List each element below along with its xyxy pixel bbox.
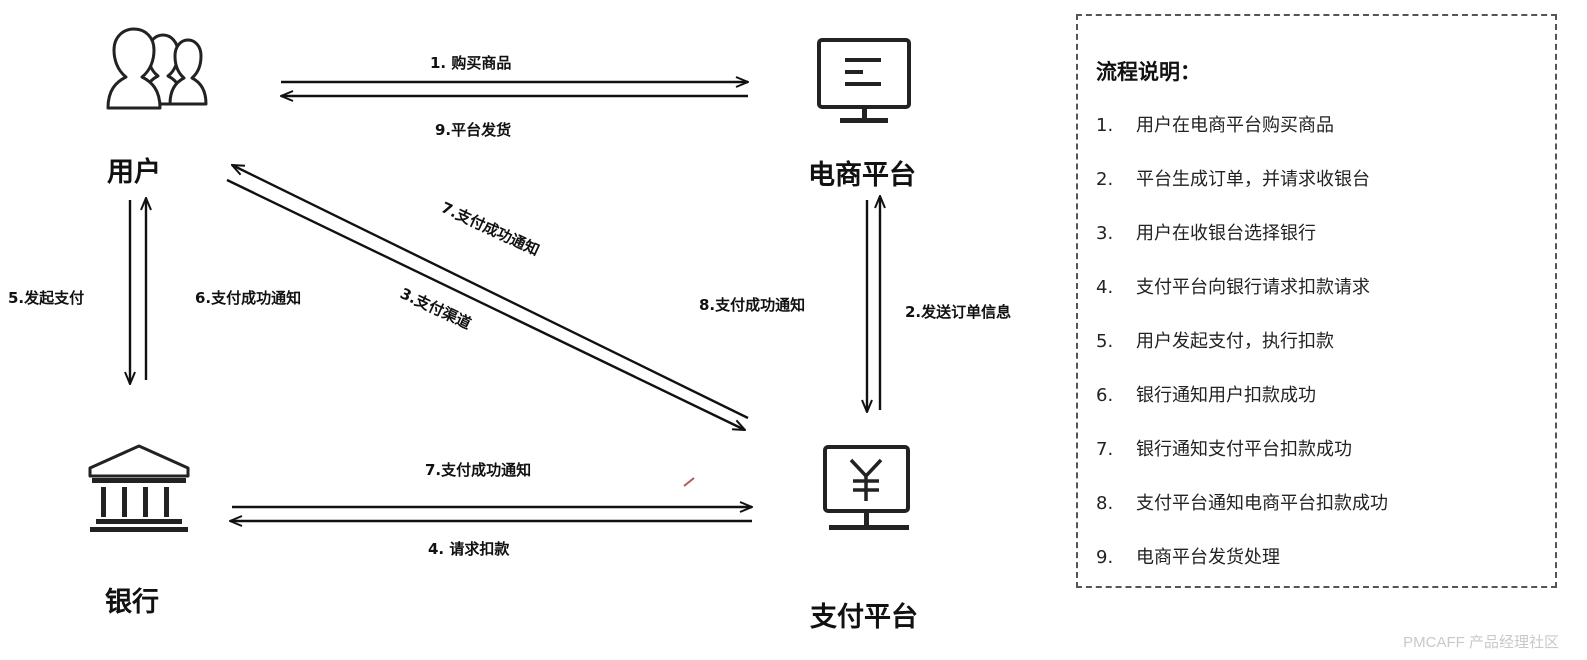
bank-icon <box>88 444 190 532</box>
legend-item-number: 9. <box>1096 547 1114 568</box>
legend-item-text: 银行通知用户扣款成功 <box>1136 385 1316 406</box>
legend-item-number: 1. <box>1096 115 1114 136</box>
legend-item-text: 银行通知支付平台扣款成功 <box>1136 439 1352 460</box>
yuan-monitor-icon <box>823 445 910 530</box>
legend-item-number: 2. <box>1096 169 1114 190</box>
arrow-pay-channel <box>226 178 745 430</box>
legend-item-number: 8. <box>1096 493 1114 514</box>
legend-list: 1. 用户在电商平台购买商品 2. 平台生成订单，并请求收银台 3. 用户在收银台选择… <box>1096 111 1388 597</box>
legend-item-text: 支付平台向银行请求扣款请求 <box>1136 277 1370 298</box>
edge-label-4: 4. 请求扣款 <box>428 540 510 558</box>
legend-item-number: 3. <box>1096 223 1114 244</box>
legend-item: 8. 支付平台通知电商平台扣款成功 <box>1096 489 1388 543</box>
legend-item-number: 7. <box>1096 439 1114 460</box>
legend-item-text: 用户在收银台选择银行 <box>1136 223 1316 244</box>
edge-label-2: 2.发送订单信息 <box>905 303 1011 321</box>
edge-label-5: 5.发起支付 <box>8 289 84 307</box>
edge-label-3: 3.支付渠道 <box>397 284 474 332</box>
watermark: PMCAFF 产品经理社区 <box>1403 634 1559 651</box>
pen-mark <box>683 477 695 487</box>
edge-arrows <box>130 82 880 521</box>
node-ecommerce-label: 电商平台 <box>808 159 916 191</box>
legend-item: 4. 支付平台向银行请求扣款请求 <box>1096 273 1388 327</box>
arrow-pay-notify-user <box>232 165 749 420</box>
legend-title: 流程说明： <box>1096 60 1201 84</box>
legend-item: 6. 银行通知用户扣款成功 <box>1096 381 1388 435</box>
legend-item-text: 支付平台通知电商平台扣款成功 <box>1136 493 1388 514</box>
legend-item: 5. 用户发起支付，执行扣款 <box>1096 327 1388 381</box>
edge-label-7b: 7.支付成功通知 <box>425 461 531 479</box>
node-bank-label: 银行 <box>105 586 159 618</box>
legend-item: 1. 用户在电商平台购买商品 <box>1096 111 1388 165</box>
legend-item-number: 4. <box>1096 277 1114 298</box>
node-user-label: 用户 <box>107 156 161 188</box>
legend-item: 9. 电商平台发货处理 <box>1096 543 1388 597</box>
legend-item-text: 电商平台发货处理 <box>1136 547 1280 568</box>
monitor-icon <box>817 38 911 123</box>
users-icon <box>106 27 208 110</box>
edge-label-1: 1. 购买商品 <box>430 54 511 72</box>
legend-item: 7. 银行通知支付平台扣款成功 <box>1096 435 1388 489</box>
legend-item-text: 用户发起支付，执行扣款 <box>1136 331 1334 352</box>
legend-panel: 流程说明： 1. 用户在电商平台购买商品 2. 平台生成订单，并请求收银台 3. 用户… <box>1076 14 1557 588</box>
edge-label-7a: 7.支付成功通知 <box>438 198 542 259</box>
legend-item-text: 用户在电商平台购买商品 <box>1136 115 1334 136</box>
legend-item-number: 5. <box>1096 331 1114 352</box>
node-payment-label: 支付平台 <box>810 601 918 633</box>
edge-label-9: 9.平台发货 <box>435 121 511 139</box>
legend-item-number: 6. <box>1096 385 1114 406</box>
legend-item-text: 平台生成订单，并请求收银台 <box>1136 169 1370 190</box>
legend-item: 3. 用户在收银台选择银行 <box>1096 219 1388 273</box>
edge-label-8: 8.支付成功通知 <box>699 296 805 314</box>
edge-label-6: 6.支付成功通知 <box>195 289 301 307</box>
legend-item: 2. 平台生成订单，并请求收银台 <box>1096 165 1388 219</box>
